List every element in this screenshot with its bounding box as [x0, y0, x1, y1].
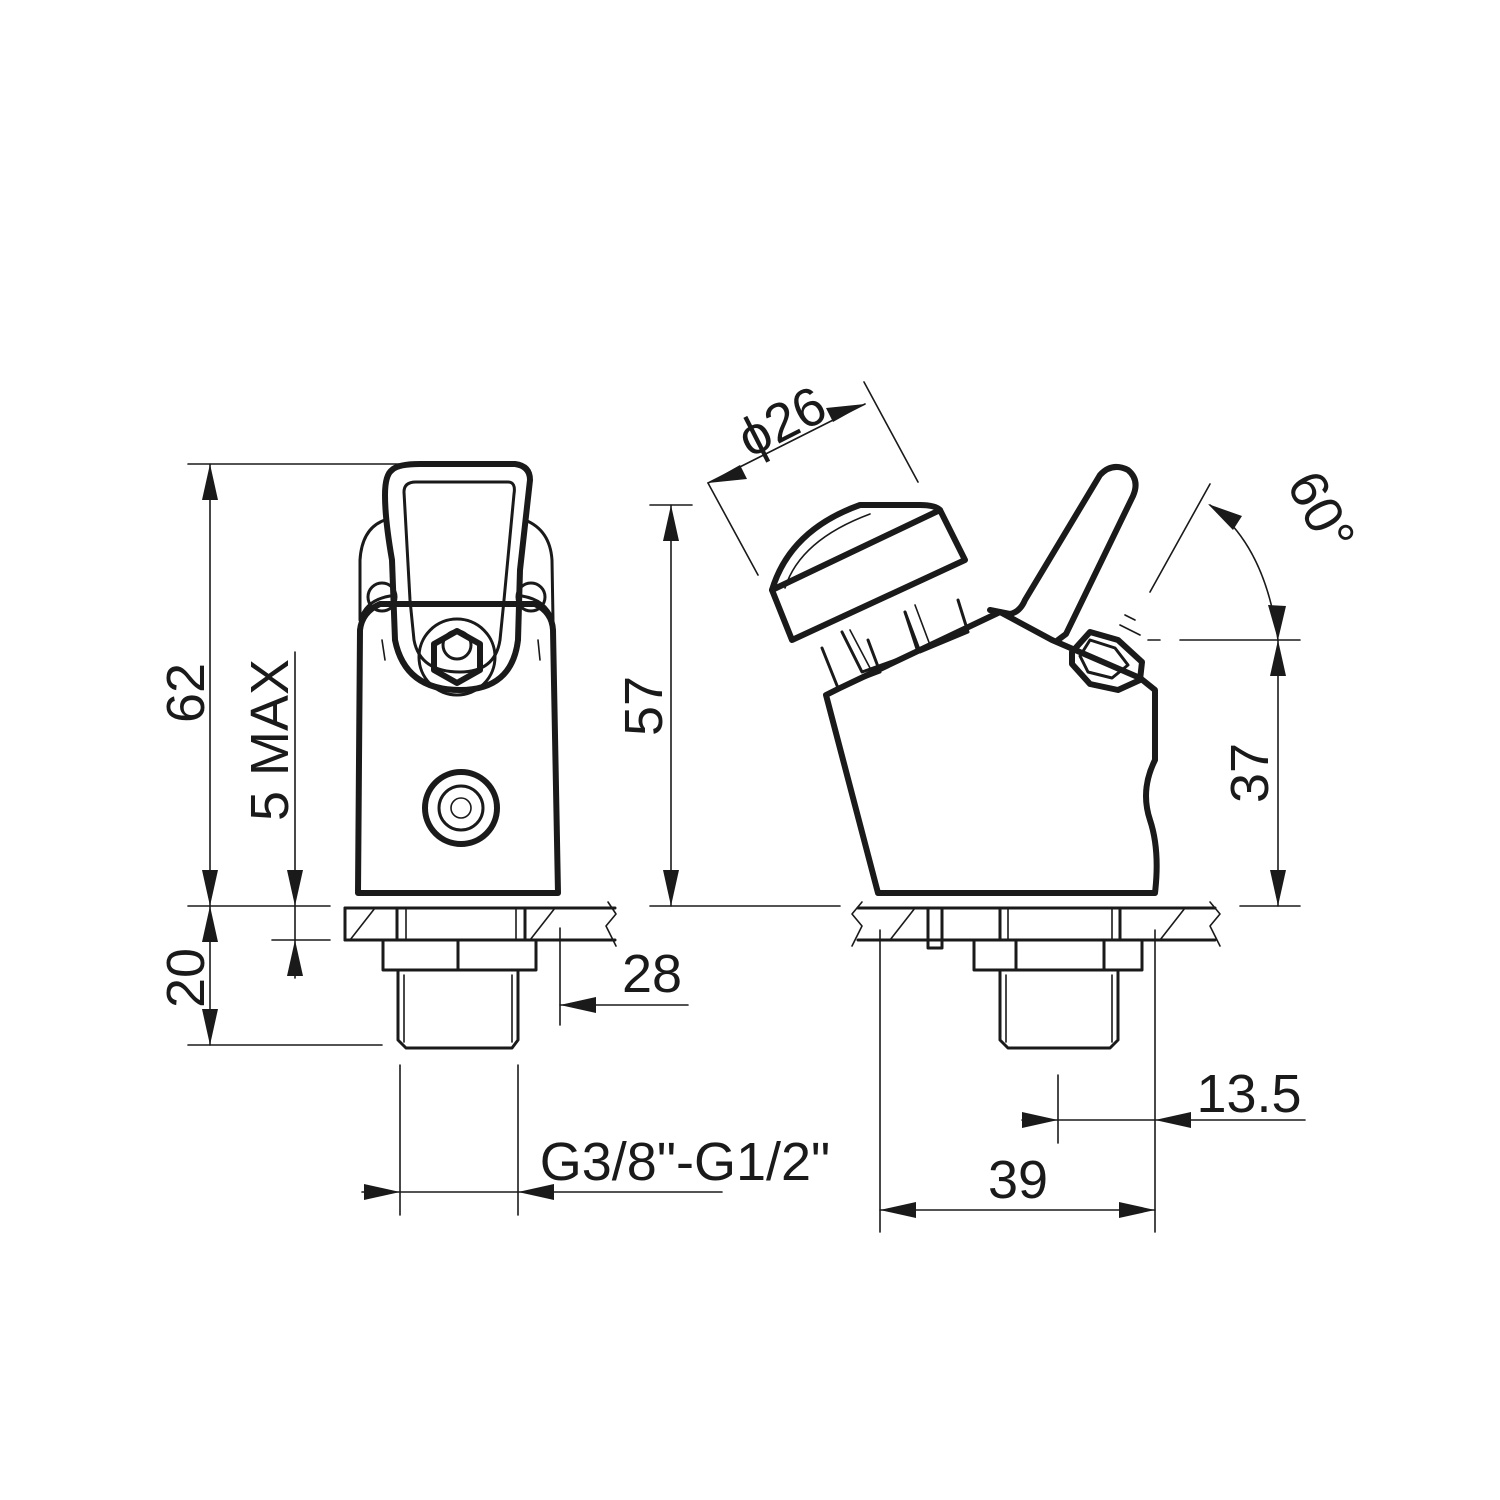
- front-view: [343, 461, 617, 1050]
- front-shank: [381, 906, 538, 1050]
- front-body: [355, 461, 561, 896]
- side-shank: [926, 906, 1144, 1050]
- dim-height-total: 62: [156, 663, 216, 723]
- side-dimensions: [649, 381, 1306, 1233]
- dim-angle: 60°: [1275, 461, 1366, 561]
- dim-diameter: ϕ26: [728, 375, 836, 469]
- dim-panel-max: 5 MAX: [240, 659, 300, 821]
- dim-thread: G3/8"-G1/2": [540, 1132, 830, 1192]
- dim-depth: 39: [988, 1150, 1048, 1210]
- side-body: [769, 463, 1161, 896]
- front-dimensions: [187, 463, 723, 1216]
- side-view: [769, 463, 1221, 1050]
- dim-height-side: 57: [614, 676, 674, 736]
- dim-offset: 13.5: [1196, 1064, 1301, 1124]
- dim-nut-width: 28: [622, 944, 682, 1004]
- dim-lever-height: 37: [1220, 743, 1280, 803]
- dim-height-below: 20: [156, 948, 216, 1008]
